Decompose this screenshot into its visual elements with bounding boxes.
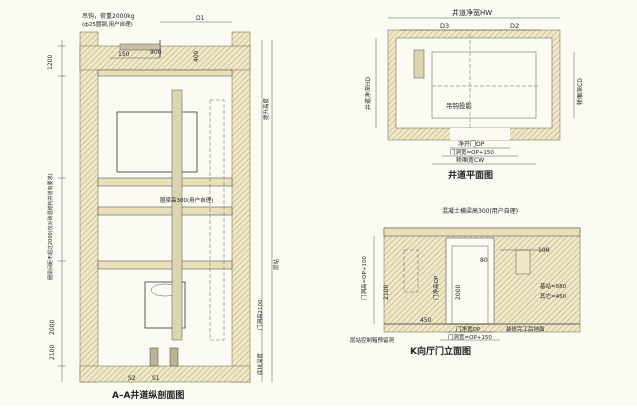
dim-400: 400 — [193, 50, 200, 62]
car-lower — [144, 281, 186, 329]
elev-control-box — [515, 249, 531, 275]
plan-view — [375, 17, 575, 165]
plan-car — [431, 51, 537, 119]
car-upper — [116, 111, 198, 173]
elev-op-label: 门净宽OP — [456, 325, 481, 333]
section-view — [58, 21, 273, 383]
elev-hole-label: 门洞宽=OP+150 — [448, 333, 492, 341]
elev-dim-450: 450 — [420, 317, 432, 324]
plan-hd-label: 井道净深HD — [364, 76, 372, 110]
elevation-view — [373, 227, 581, 341]
left-wall — [79, 31, 99, 383]
left-vertical-note: 圈梁间距不超过2000(仅对砖混结构井道有要求) — [47, 173, 54, 280]
plan-hw-label: 井道净宽HW — [452, 8, 492, 17]
plan-counterweight — [413, 49, 425, 79]
guide-rail — [171, 89, 183, 341]
plan-cd-label: 轿厢深CD — [576, 78, 584, 105]
elev-note-580: 基站=580 — [540, 282, 567, 290]
ring-beam-3 — [97, 260, 233, 270]
plan-hole-label: 门洞宽=OP+150 — [450, 148, 494, 156]
hook-note-1: 吊钩，荷重2000kg — [82, 12, 135, 20]
counterweight-outline — [209, 99, 225, 341]
plan-title: 井道平面图 — [448, 169, 493, 181]
plan-door-opening — [450, 128, 510, 140]
hook-note-2: (ф25圆钢,用户自理) — [82, 20, 133, 28]
elev-note-450: 其它=450 — [540, 292, 567, 300]
plan-d2: D2 — [510, 22, 519, 30]
plan-op-label: 净开门OP — [458, 140, 485, 148]
elev-dim-2100: 2100 — [383, 285, 390, 300]
dim-s1: S1 — [152, 375, 160, 382]
section-title: A–A井道纵剖面图 — [112, 389, 184, 401]
pit-floor — [79, 365, 251, 383]
pit-depth-label: 底坑深度 — [256, 352, 264, 375]
dim-d1: D1 — [196, 15, 205, 22]
plan-d3: D3 — [440, 22, 449, 30]
elev-dim-80: 80 — [480, 257, 488, 264]
ring-beam-2 — [97, 206, 233, 216]
dim-1200: 1200 — [47, 55, 54, 70]
elev-box-note: 层站控制箱预留洞 — [350, 336, 395, 344]
ring-beam-1 — [97, 177, 233, 187]
buffer-right — [169, 347, 179, 367]
dim-2100: 2100 — [49, 345, 56, 360]
elev-door-hole — [445, 237, 495, 325]
elev-beam — [383, 227, 581, 237]
plan-cw-label: 轿厢宽CW — [456, 156, 484, 164]
right-vertical-2: 层站 — [272, 258, 280, 270]
hoist-block — [119, 43, 161, 51]
beam-note: 圈梁高300(用户自理) — [160, 196, 213, 204]
elev-finish-note: 装修完工后地面 — [506, 325, 545, 333]
elev-door-height-label: 门洞高=OP+100 — [360, 256, 368, 300]
dim-s2: S2 — [128, 375, 136, 382]
right-wall — [231, 31, 251, 383]
top-beam — [97, 69, 233, 77]
door-height-label: 门洞高2100 — [256, 299, 264, 330]
dim-2000: 2000 — [49, 320, 56, 335]
machine-room-slab — [79, 45, 251, 71]
elev-door-net-label: 门净高OP — [432, 275, 440, 300]
dim-900: 900 — [150, 49, 162, 56]
dim-150: 150 — [118, 51, 130, 58]
right-vertical-1: 提升高度 — [262, 97, 270, 120]
elev-beam-note: 混凝土横梁高300(用户自理) — [442, 207, 518, 215]
elev-dim-2000: 2000 — [455, 285, 462, 300]
buffer-left — [149, 347, 159, 367]
plan-hoist-label: 吊钩投影 — [446, 101, 473, 110]
elev-title: K向厅门立面图 — [410, 345, 471, 357]
elev-dim-100: 100 — [538, 247, 550, 254]
elev-left-panel — [403, 249, 419, 293]
